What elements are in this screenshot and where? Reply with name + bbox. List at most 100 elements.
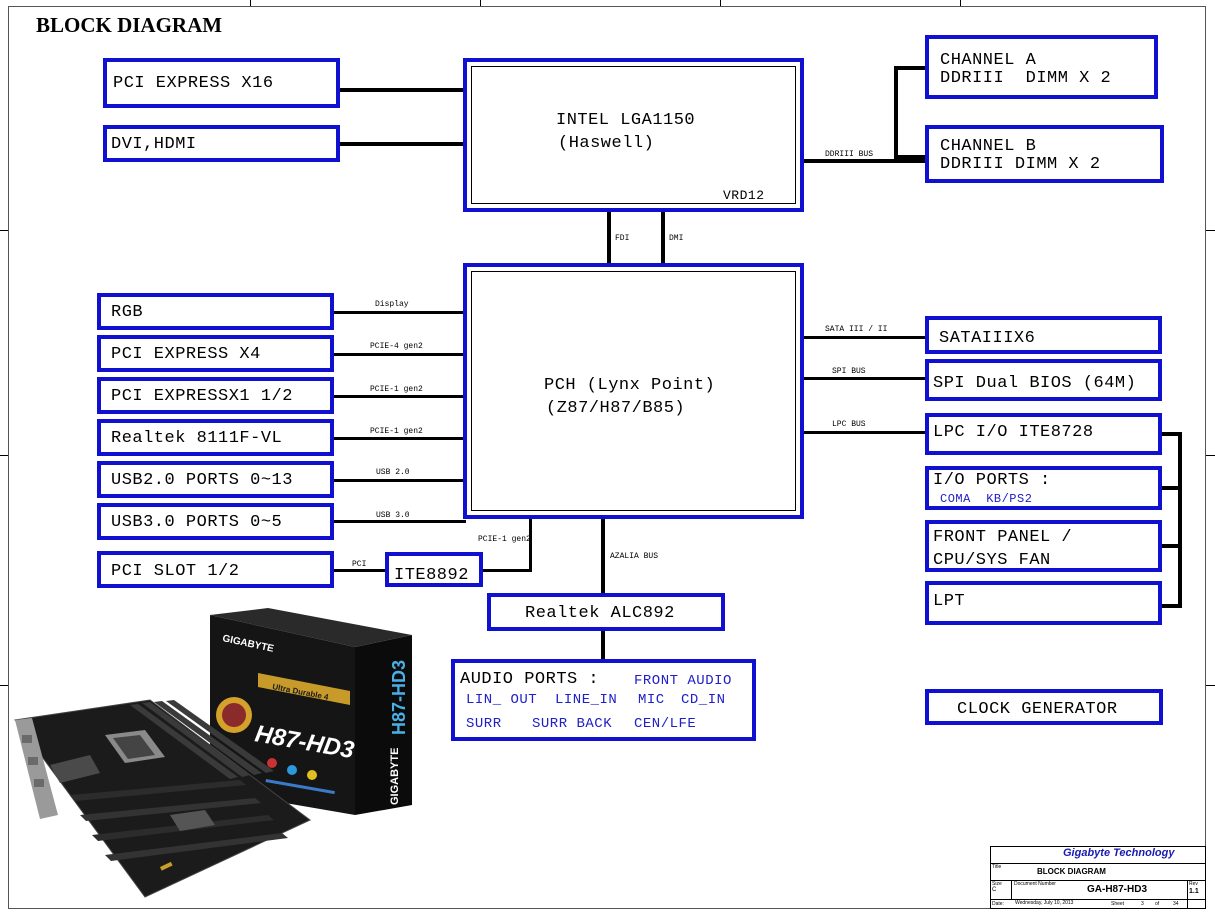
pci-slot-block: PCI SLOT 1/2 <box>97 551 334 588</box>
block-label: Realtek 8111F-VL <box>111 429 283 448</box>
usb2-block: USB2.0 PORTS 0~13 <box>97 461 334 498</box>
channel-a-title: CHANNEL A <box>940 51 1037 70</box>
cpu-vrd: VRD12 <box>723 188 765 203</box>
box-side-brand: GIGABYTE <box>389 748 401 805</box>
lpt-block: LPT <box>925 581 1162 625</box>
alc892-block: Realtek ALC892 <box>487 593 725 631</box>
size-value: C <box>992 887 997 893</box>
cpu-codename: (Haswell) <box>558 134 655 153</box>
rgb-block: RGB <box>97 293 334 330</box>
block-label: USB3.0 PORTS 0~5 <box>111 513 283 532</box>
pcie-bridge-bus-label: PCIE-1 gen2 <box>478 535 531 544</box>
audio-port: SURR BACK <box>532 716 613 732</box>
block-label: LPC I/O ITE8728 <box>933 423 1094 442</box>
channel-a-block: CHANNEL A DDRIII DIMM X 2 <box>925 35 1158 99</box>
size-label: Size <box>992 881 1002 887</box>
cpu-block: INTEL LGA1150 (Haswell) VRD12 <box>463 58 804 212</box>
box-side-model: H87-HD3 <box>389 660 409 735</box>
block-label: ITE8892 <box>394 566 469 585</box>
audio-port: CD_IN <box>681 692 726 708</box>
lpc-bus-label: LPC BUS <box>832 420 866 429</box>
channel-b-block: CHANNEL B DDRIII DIMM X 2 <box>925 125 1164 183</box>
dvi-hdmi-block: DVI,HDMI <box>103 125 340 162</box>
bus-label: PCIE-4 gen2 <box>370 342 423 351</box>
bus-label: Display <box>375 300 409 309</box>
rev-label: Rev <box>1189 881 1198 887</box>
audio-port: LINE_IN <box>555 692 618 708</box>
block-label: DVI,HDMI <box>111 135 197 154</box>
bus-label: USB 3.0 <box>376 511 410 520</box>
pch-block: PCH (Lynx Point) (Z87/H87/B85) <box>463 263 804 519</box>
audio-port: MIC <box>638 692 665 708</box>
channel-b-dimm: DDRIII DIMM X 2 <box>940 155 1101 174</box>
bus-label: PCIE-1 gen2 <box>370 385 423 394</box>
block-label: SPI Dual BIOS (64M) <box>933 374 1137 393</box>
spi-bus-label: SPI BUS <box>832 367 866 376</box>
sheet-title: BLOCK DIAGRAM <box>1037 867 1106 876</box>
block-label: PCI EXPRESS X4 <box>111 345 261 364</box>
date-value: Wednesday, July 10, 2013 <box>1015 900 1074 906</box>
cpu-name: INTEL LGA1150 <box>556 111 696 130</box>
bus-label: USB 2.0 <box>376 468 410 477</box>
motherboard <box>15 700 310 897</box>
clock-generator-block: CLOCK GENERATOR <box>925 689 1163 725</box>
block-label: PCI SLOT 1/2 <box>111 562 240 581</box>
io-ports-sub: COMA KB/PS2 <box>940 492 1033 506</box>
io-ports-block: I/O PORTS : COMA KB/PS2 <box>925 466 1162 510</box>
audio-port: SURR <box>466 716 502 732</box>
audio-port: LIN_ OUT <box>466 692 538 708</box>
title-block: Gigabyte Technology Title BLOCK DIAGRAM … <box>990 846 1206 909</box>
audio-port: FRONT AUDIO <box>634 673 732 689</box>
pcie-x1-block: PCI EXPRESSX1 1/2 <box>97 377 334 414</box>
box-stripe <box>258 673 350 705</box>
sheet-frame <box>8 6 1206 909</box>
product-box-side <box>355 635 412 815</box>
sata-block: SATAIIIX6 <box>925 316 1162 354</box>
dmi-label: DMI <box>669 234 684 243</box>
company-name: Gigabyte Technology <box>1063 847 1175 859</box>
date-label: Date: <box>992 901 1004 907</box>
channel-b-title: CHANNEL B <box>940 137 1037 156</box>
sheet-label: Sheet <box>1111 901 1125 907</box>
of-label: of <box>1155 901 1160 907</box>
title-label: Title <box>992 864 1002 870</box>
block-label: USB2.0 PORTS 0~13 <box>111 471 293 490</box>
lpc-io-block: LPC I/O ITE8728 <box>925 413 1162 455</box>
azalia-bus-label: AZALIA BUS <box>610 552 659 561</box>
usb3-block: USB3.0 PORTS 0~5 <box>97 503 334 540</box>
spi-bios-block: SPI Dual BIOS (64M) <box>925 359 1162 401</box>
audio-ports-block: AUDIO PORTS : FRONT AUDIO LIN_ OUT LINE_… <box>451 659 756 741</box>
sheet-number: 3 <box>1141 901 1144 907</box>
channel-a-dimm: DDRIII DIMM X 2 <box>940 69 1112 88</box>
document-number: GA-H87-HD3 <box>1087 884 1148 895</box>
ddr-bus-label: DDRIII BUS <box>825 150 874 159</box>
block-label: Realtek ALC892 <box>525 604 675 623</box>
pch-variants: (Z87/H87/B85) <box>546 399 686 418</box>
pcie-x4-block: PCI EXPRESS X4 <box>97 335 334 372</box>
bus-label: PCIE-1 gen2 <box>370 427 423 436</box>
block-label: SATAIIIX6 <box>939 329 1036 348</box>
revision: 1.1 <box>1189 888 1199 895</box>
audio-port: CEN/LFE <box>634 716 697 732</box>
product-photo: GIGABYTE Ultra Durable 4 H87-HD3 GIGABYT… <box>14 608 412 898</box>
pci-bus-label: PCI <box>352 560 367 569</box>
pcie-x16-block: PCI EXPRESS X16 <box>103 58 340 108</box>
sata-bus-label: SATA III / II <box>825 325 888 334</box>
io-ports-title: I/O PORTS : <box>933 471 1051 490</box>
product-box-top <box>210 608 412 647</box>
front-panel-title: FRONT PANEL / <box>933 528 1073 547</box>
block-label: PCI EXPRESSX1 1/2 <box>111 387 293 406</box>
front-panel-fan: CPU/SYS FAN <box>933 551 1051 570</box>
lan-block: Realtek 8111F-VL <box>97 419 334 456</box>
pch-name: PCH (Lynx Point) <box>544 376 716 395</box>
ite8892-block: ITE8892 <box>385 552 483 587</box>
sheet-total: 34 <box>1173 901 1179 907</box>
docnum-label: Document Number <box>1014 881 1056 887</box>
block-label: PCI EXPRESS X16 <box>113 74 274 93</box>
block-label: LPT <box>933 592 966 611</box>
page-title: BLOCK DIAGRAM <box>36 13 223 37</box>
block-label: CLOCK GENERATOR <box>957 700 1118 719</box>
block-label: RGB <box>111 303 144 322</box>
fdi-label: FDI <box>615 234 630 243</box>
